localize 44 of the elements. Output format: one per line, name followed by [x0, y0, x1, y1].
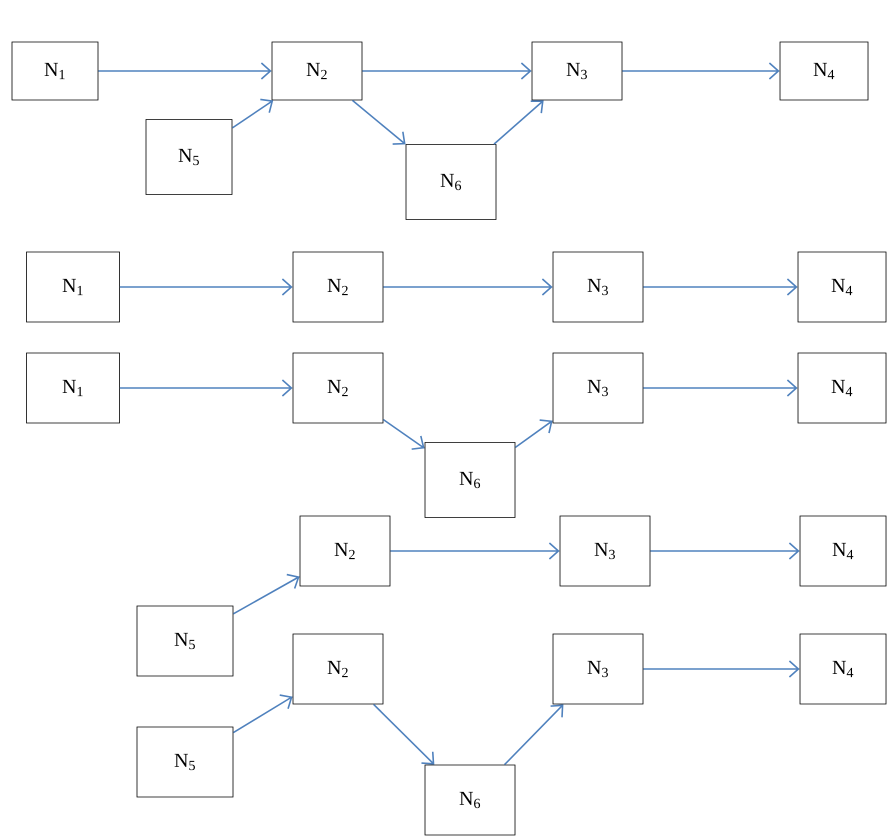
- arrow: [120, 379, 293, 397]
- process-box: N$_{4}$: [800, 634, 886, 704]
- arrow: [494, 100, 544, 145]
- arrow: [643, 660, 800, 678]
- arrow: [362, 62, 532, 80]
- arrow: [622, 62, 780, 80]
- process-box: N$_{3}$: [532, 42, 622, 100]
- process-box: N$_{3}$: [552, 634, 644, 704]
- arrow: [650, 542, 800, 560]
- arrow: [382, 418, 425, 450]
- process-box: N$_{4}$: [798, 252, 886, 322]
- process-box: N$_{3}$: [552, 252, 644, 322]
- process-box: N$_{2}$: [272, 42, 362, 100]
- process-box: N$_{3}$: [560, 516, 650, 586]
- process-box: N$_{2}$: [292, 634, 384, 704]
- process-box: N$_{5}$: [146, 119, 232, 195]
- process-box: N$_{6}$: [424, 442, 516, 518]
- process-box: N$_{4}$: [798, 352, 886, 424]
- process-box: N$_{1}$: [26, 252, 120, 322]
- arrow: [352, 100, 406, 145]
- process-box: N$_{6}$: [424, 764, 516, 836]
- process-box: N$_{1}$: [12, 42, 98, 100]
- arrow: [504, 704, 564, 766]
- arrow: [120, 278, 293, 296]
- process-box: N$_{2}$: [292, 352, 384, 424]
- process-box: N$_{1}$: [26, 352, 120, 424]
- arrow: [643, 278, 798, 296]
- process-box: N$_{4}$: [800, 516, 886, 586]
- arrow: [373, 704, 434, 765]
- process-box: N$_{2}$: [300, 516, 390, 586]
- arrow: [390, 542, 560, 560]
- arrow: [233, 574, 300, 614]
- process-box: N$_{2}$: [292, 252, 384, 322]
- process-box: N$_{5}$: [136, 726, 234, 798]
- arrow: [514, 419, 553, 448]
- process-box: N$_{3}$: [552, 352, 644, 424]
- process-box: N$_{5}$: [136, 606, 234, 676]
- arrow: [232, 694, 293, 734]
- arrow: [643, 379, 798, 397]
- arrow: [232, 98, 274, 129]
- process-box: N$_{6}$: [406, 144, 496, 220]
- arrow: [383, 278, 553, 296]
- arrow: [98, 62, 272, 80]
- process-box: N$_{4}$: [780, 42, 868, 100]
